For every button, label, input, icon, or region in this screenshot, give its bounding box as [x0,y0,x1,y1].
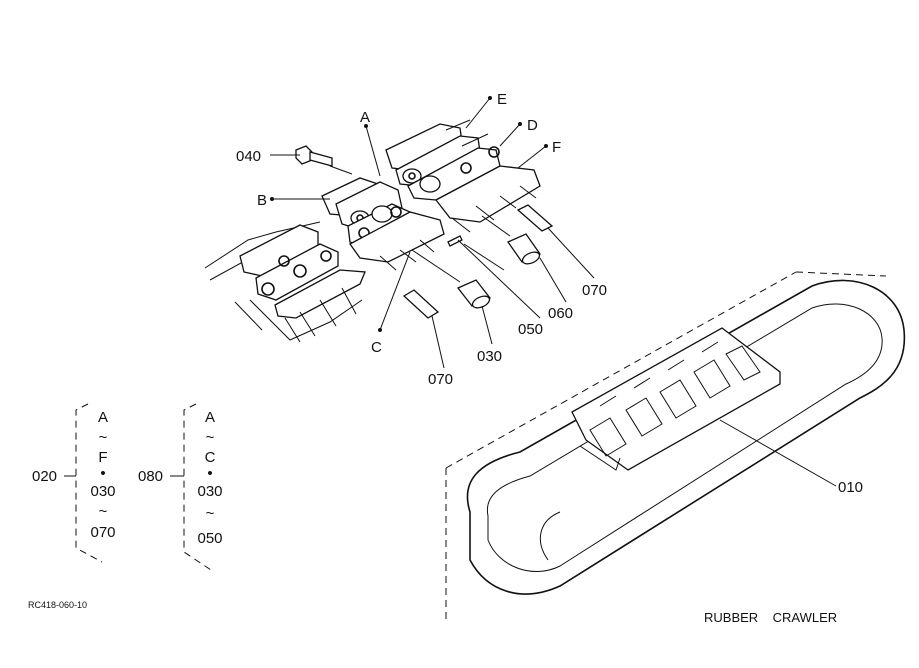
callout-b: B [257,192,267,209]
callout-060: 060 [548,305,573,322]
figure-code: RC418-060-10 [28,600,87,610]
bushing-060 [507,233,541,265]
callout-010: 010 [838,479,863,496]
group-020-item-2: ~ [99,429,108,446]
chain-assembly-drawing [204,119,554,343]
group-080-item-6: ~ [206,505,215,522]
pin-070-right [516,204,554,232]
group-020-item-3: F [98,449,107,466]
link-upper-def [385,119,541,233]
group-080-item-2: ~ [206,429,215,446]
callout-d: D [527,117,538,134]
bushing-030 [456,279,492,309]
callout-f: F [552,139,561,156]
callout-e: E [497,91,507,108]
group-020-item-4: • [100,465,105,482]
group-020-item-7: 070 [90,524,115,541]
callout-a: A [360,109,370,126]
callout-050: 050 [518,321,543,338]
leader-lines [270,96,837,487]
group-020: 020 A ~ F • 030 ~ 070 [32,403,116,563]
group-080-item-5: 030 [197,483,222,500]
group-080-label: 080 [138,468,163,485]
group-020-item-6: ~ [99,503,108,520]
callout-070-right: 070 [582,282,607,299]
callout-labels: 040 B A E D F C 070 060 050 030 070 010 [236,91,863,496]
group-020-label: 020 [32,468,57,485]
group-080: 080 A ~ C • 030 ~ 050 [138,403,223,573]
pin-050 [447,235,463,247]
rubber-crawler-drawing [445,271,906,620]
callout-070-bottom: 070 [428,371,453,388]
group-020-item-5: 030 [90,483,115,500]
callout-c: C [371,339,382,356]
group-080-item-3: C [205,449,216,466]
chain-lower-left [204,221,366,343]
callout-040: 040 [236,148,261,165]
bolt-040 [295,145,333,167]
group-080-item-4: • [207,465,212,482]
callout-030: 030 [477,348,502,365]
group-080-item-7: 050 [197,530,222,547]
group-080-item-1: A [205,409,215,426]
figure-caption: RUBBER CRAWLER [704,610,837,625]
group-020-item-1: A [98,409,108,426]
link-center-ab [321,177,445,271]
pin-070-bottom [402,289,440,319]
